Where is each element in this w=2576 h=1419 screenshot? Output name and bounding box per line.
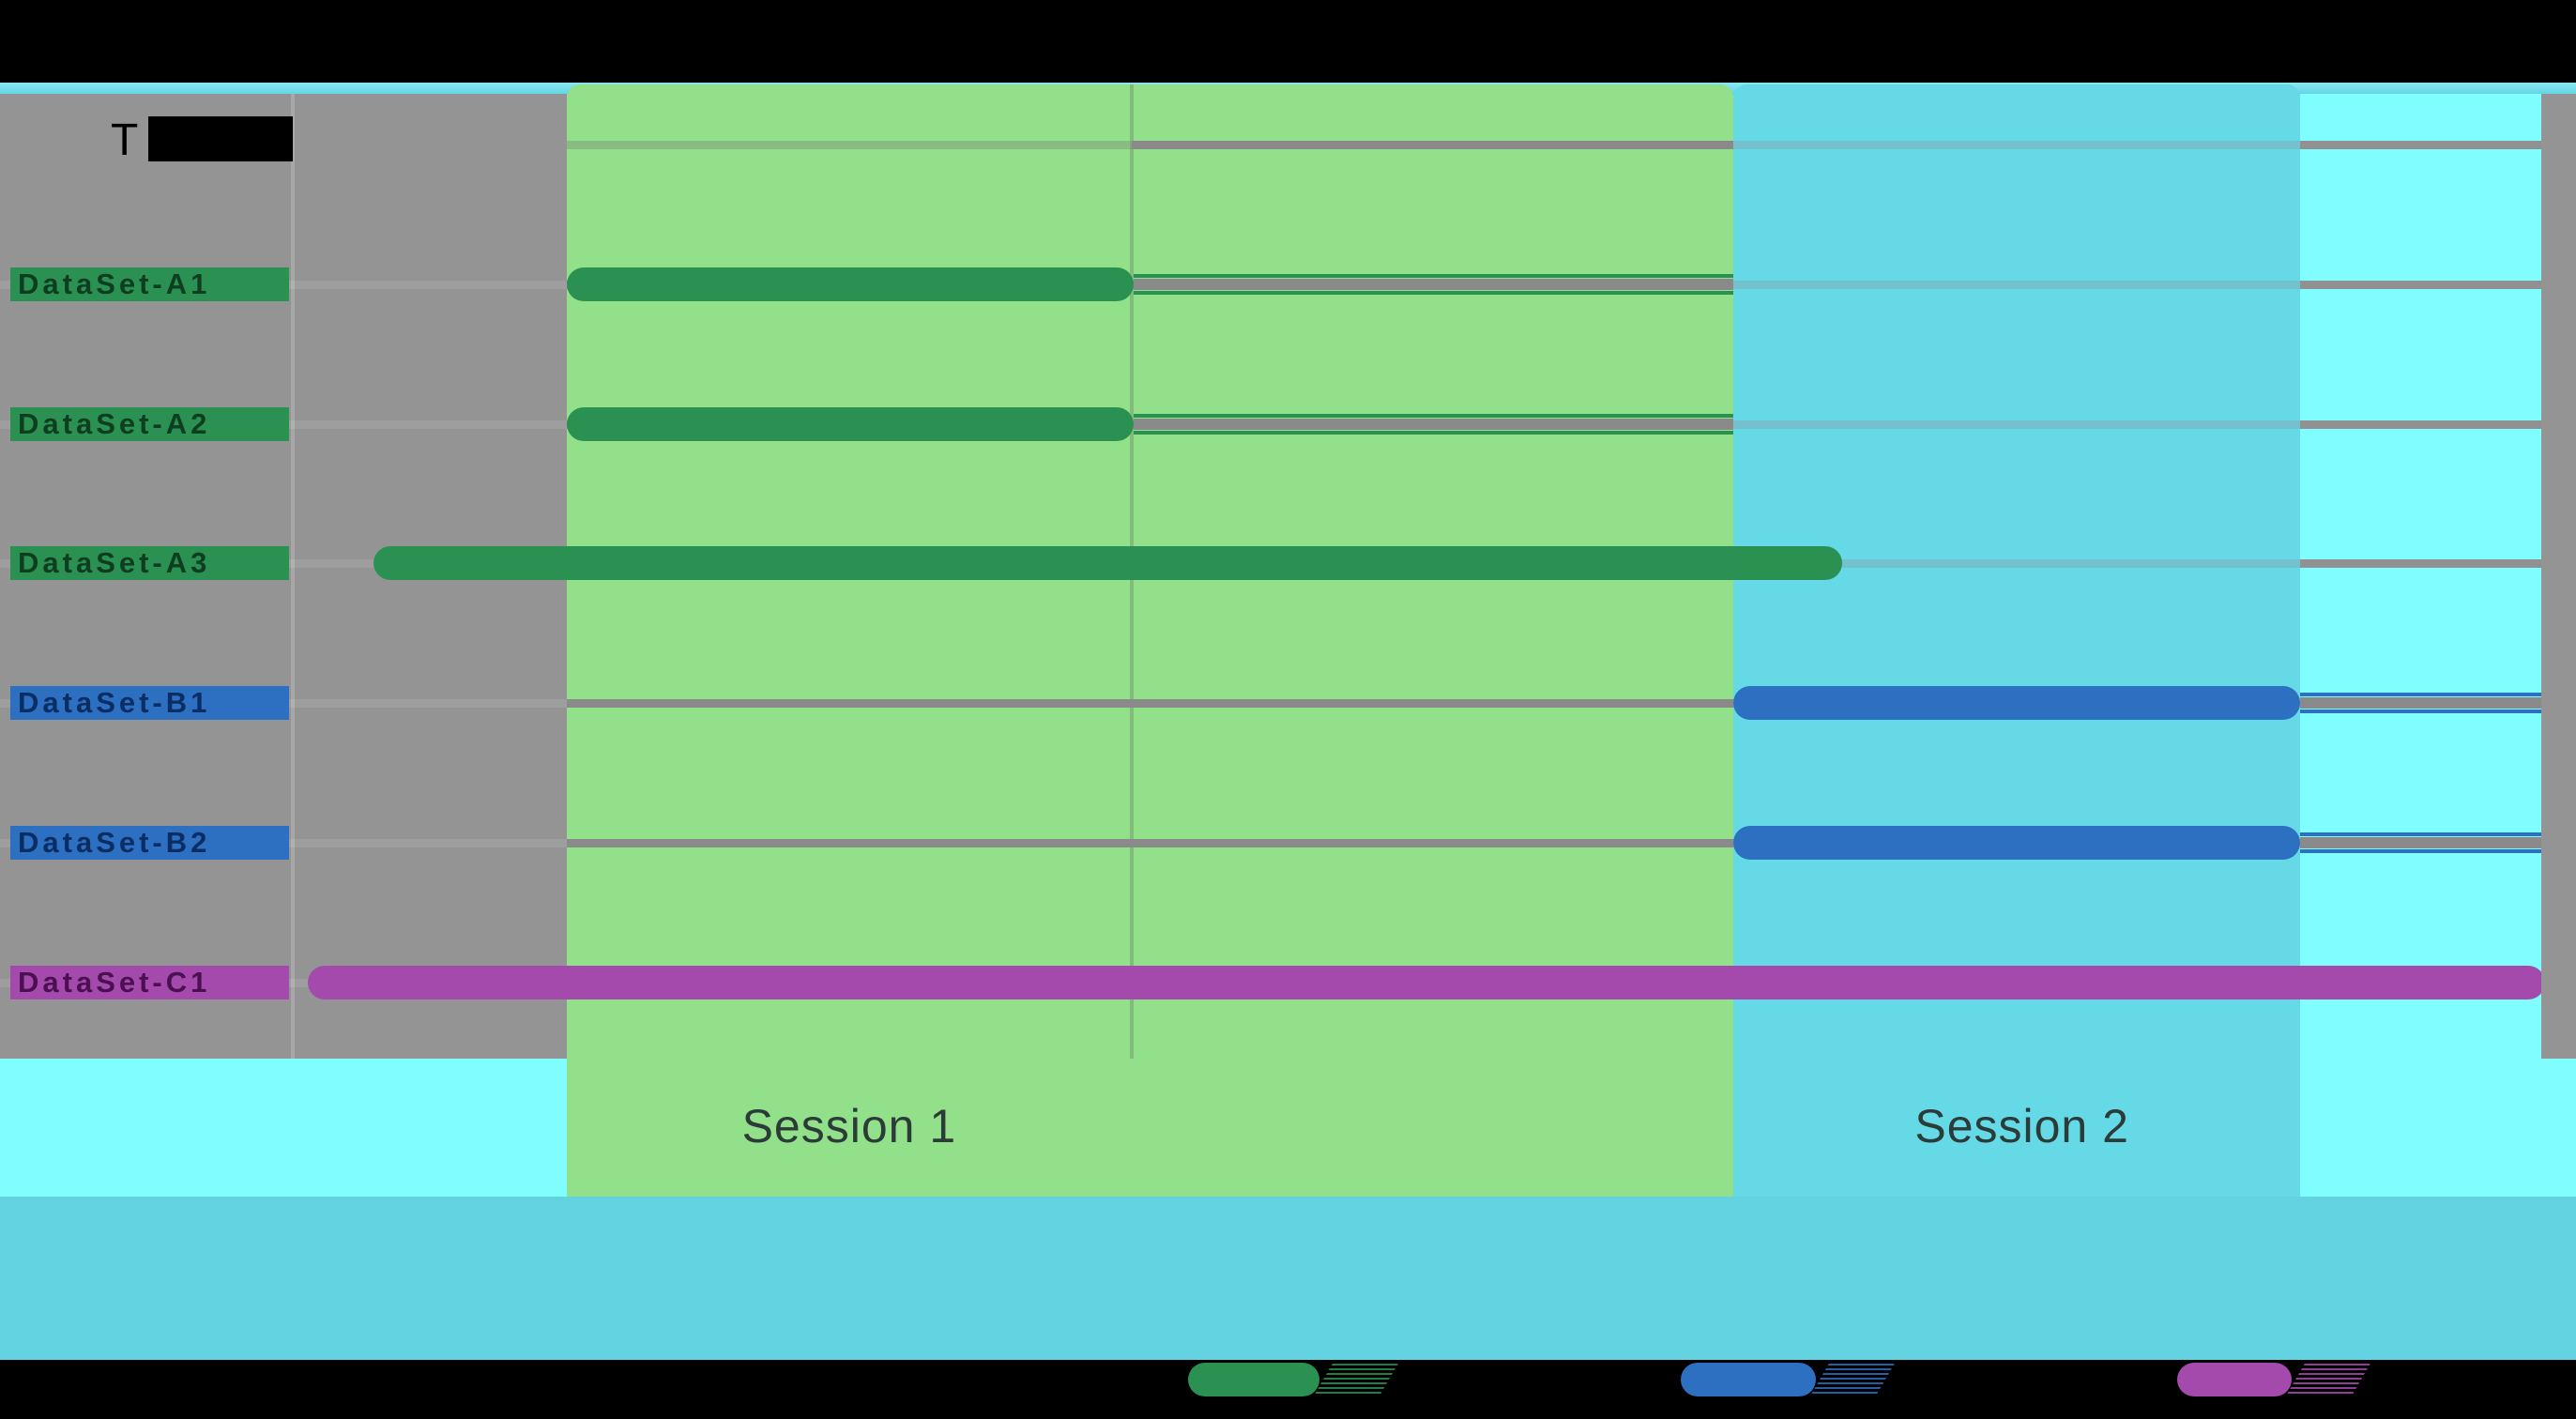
legend-pill-series-b[interactable]: [1681, 1363, 1816, 1396]
row-gridline: [2300, 558, 2541, 568]
top-redaction-bar: [0, 0, 2576, 83]
session-2-label: Session 2: [1914, 1100, 2129, 1152]
row-label-dataset-a1[interactable]: DataSet-A1: [10, 267, 289, 301]
right-gray-column: [2541, 94, 2576, 1059]
row-label-dataset-a2[interactable]: DataSet-A2: [10, 407, 289, 441]
header-redaction-box: [148, 116, 293, 161]
row-gridline: [567, 838, 1733, 847]
legend-pill-series-c[interactable]: [2177, 1363, 2292, 1396]
legend-pill-series-a[interactable]: [1188, 1363, 1319, 1396]
header-gridline: [2300, 140, 2541, 149]
header-gridline: [1132, 140, 1733, 149]
highlight-strip-band: [2300, 94, 2541, 1197]
row-gridline: [1733, 280, 2300, 289]
highlight-strip-extension: [2541, 1059, 2576, 1197]
bottom-cyan-band: [0, 1197, 2576, 1360]
row-gridline: [2300, 420, 2541, 429]
row-label-dataset-a3[interactable]: DataSet-A3: [10, 546, 289, 580]
header-gridline: [567, 140, 1132, 149]
row-gridline: [1733, 558, 2300, 568]
row-gridline: [567, 698, 1733, 708]
row-gridline: [1733, 420, 2300, 429]
column-header-label: T: [111, 115, 139, 165]
gantt-bar-dataset-a2[interactable]: [567, 407, 1134, 441]
gantt-bar-dataset-b1[interactable]: [1733, 686, 2301, 720]
remaining-track: [1133, 274, 1734, 295]
row-label-dataset-b1[interactable]: DataSet-B1: [10, 686, 289, 720]
gantt-bar-dataset-b2[interactable]: [1733, 826, 2301, 860]
below-panel-cyan-area: [0, 1059, 567, 1197]
gantt-bar-dataset-a3[interactable]: [373, 546, 1843, 580]
panel-divider-line: [291, 94, 295, 1059]
row-label-dataset-b2[interactable]: DataSet-B2: [10, 826, 289, 860]
session-2-band: [1733, 84, 2300, 1197]
row-gridline: [2300, 280, 2541, 289]
remaining-track: [2300, 693, 2541, 713]
gantt-bar-dataset-a1[interactable]: [567, 267, 1134, 301]
remaining-track: [2300, 832, 2541, 853]
session-1-band: [567, 84, 1733, 1197]
remaining-track: [1133, 414, 1734, 435]
row-label-dataset-c1[interactable]: DataSet-C1: [10, 966, 289, 999]
gantt-bar-dataset-c1[interactable]: [308, 966, 2546, 999]
session-1-label: Session 1: [741, 1100, 957, 1152]
header-gridline: [1733, 140, 2300, 149]
